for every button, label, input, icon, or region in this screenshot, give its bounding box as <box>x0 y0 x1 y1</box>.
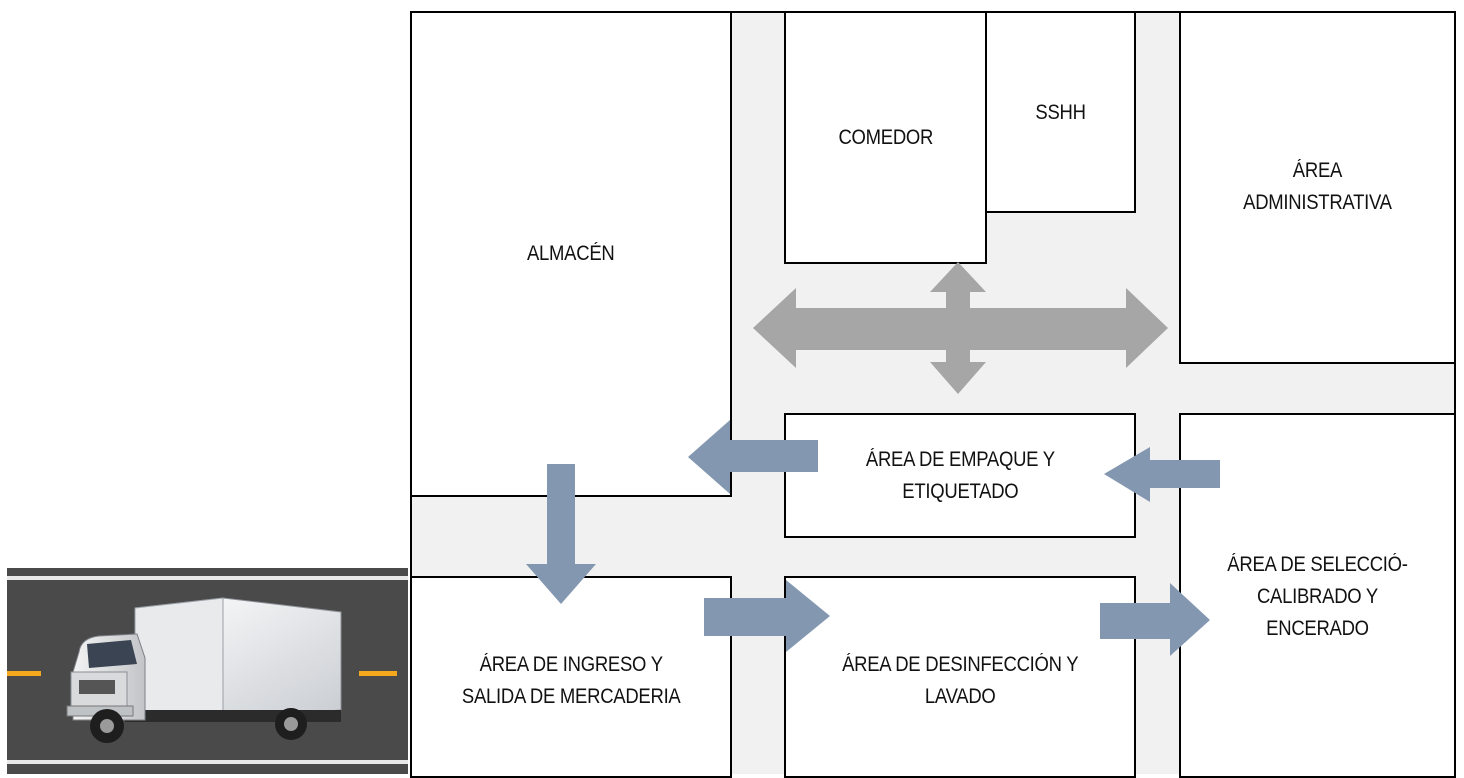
room-desinfeccion: ÁREA DE DESINFECCIÓN Y LAVADO <box>784 576 1136 778</box>
lane-mark-left <box>7 671 41 676</box>
room-ingreso-label-1: ÁREA DE INGRESO Y <box>479 653 663 676</box>
lane-mark-right <box>359 671 397 676</box>
room-seleccion-label-1: ÁREA DE SELECCIÓ- <box>1227 553 1408 576</box>
room-administrativa-label-1: ÁREA <box>1292 159 1343 182</box>
room-sshh: SSHH <box>985 11 1136 213</box>
room-desinfeccion-label-2: LAVADO <box>924 685 996 708</box>
road-edge-line-top <box>7 576 408 580</box>
flow-arrow-right-1 <box>704 580 830 652</box>
room-empaque: ÁREA DE EMPAQUE Y ETIQUETADO <box>784 413 1136 538</box>
room-empaque-label-2: ETIQUETADO <box>901 479 1019 503</box>
room-administrativa-label-2: ADMINISTRATIVA <box>1243 191 1392 214</box>
delivery-truck-icon <box>66 597 342 743</box>
room-seleccion-label-2: CALIBRADO Y <box>1256 585 1379 608</box>
flow-arrow-left-1 <box>688 420 818 494</box>
room-ingreso: ÁREA DE INGRESO Y SALIDA DE MERCADERIA <box>410 576 732 778</box>
room-comedor-label: COMEDOR <box>838 125 933 149</box>
room-seleccion: ÁREA DE SELECCIÓ- CALIBRADO Y ENCERADO <box>1179 413 1456 778</box>
room-almacen-label: ALMACÉN <box>527 242 615 265</box>
room-sshh-label: SSHH <box>1035 101 1086 124</box>
flow-arrow-right-2 <box>1100 583 1210 656</box>
room-seleccion-label-3: ENCERADO <box>1266 617 1369 640</box>
flow-arrow-left-2 <box>1104 447 1220 502</box>
flow-arrow-down <box>526 464 596 604</box>
room-administrativa: ÁREA ADMINISTRATIVA <box>1179 11 1456 364</box>
room-comedor: COMEDOR <box>784 11 987 264</box>
room-empaque-label-1: ÁREA DE EMPAQUE Y <box>865 447 1055 471</box>
room-ingreso-label-2: SALIDA DE MERCADERIA <box>461 685 681 708</box>
room-desinfeccion-label-1: ÁREA DE DESINFECCIÓN Y <box>841 653 1079 676</box>
circulation-cross-arrow <box>753 262 1168 394</box>
road <box>7 568 408 774</box>
road-edge-line-bottom <box>7 760 408 764</box>
